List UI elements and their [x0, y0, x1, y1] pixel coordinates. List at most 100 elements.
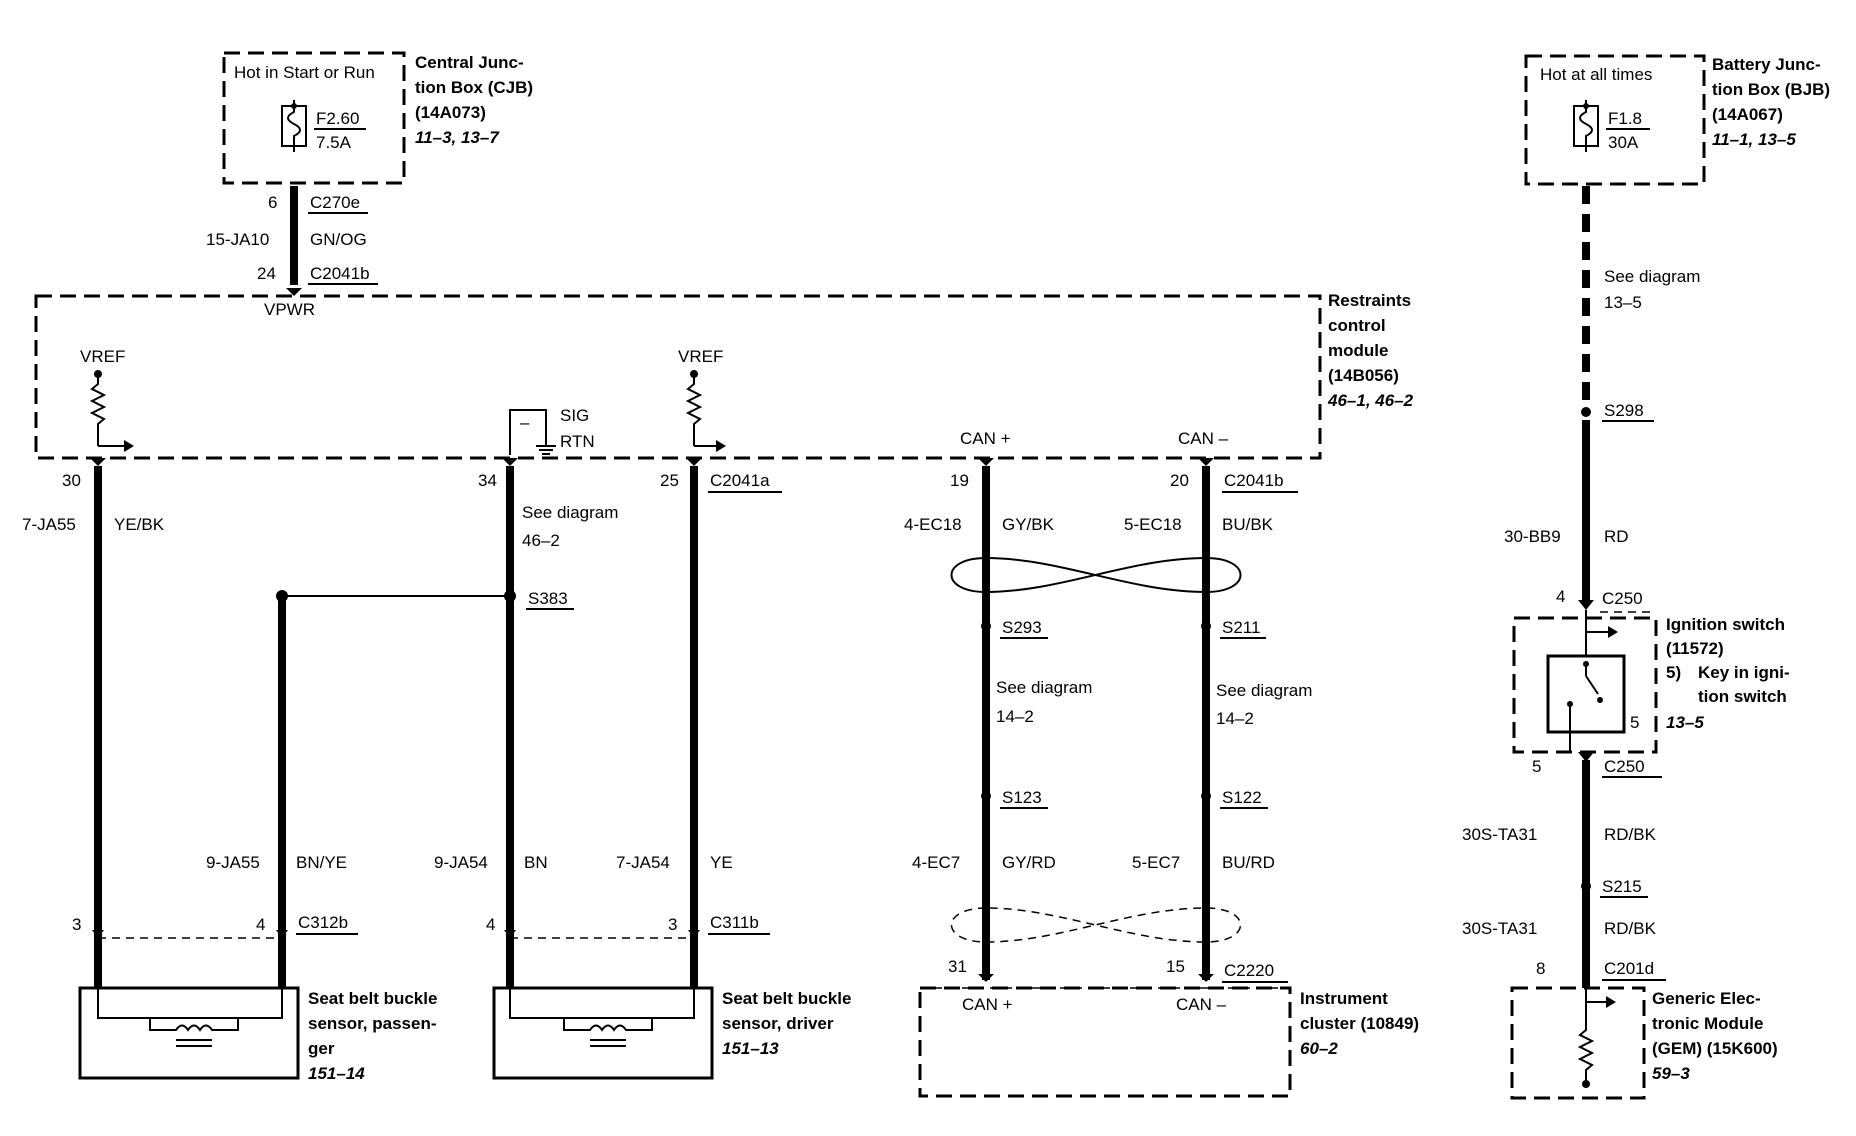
w9ja55-circuit: 9-JA55	[206, 853, 260, 872]
cluster-refs: 60–2	[1300, 1039, 1338, 1058]
ign-pin-4: 4	[1556, 587, 1565, 606]
wire-7-ja55: 7-JA55 YE/BK	[22, 458, 165, 988]
gem-refs: 59–3	[1652, 1064, 1690, 1083]
w34-see-2: 46–2	[522, 531, 560, 550]
w9ja54-color: BN	[524, 853, 548, 872]
instrument-cluster: CAN + CAN – Instrument cluster (10849) 6…	[918, 986, 1419, 1098]
pin-3a: 3	[72, 915, 81, 934]
central-junction-box: Hot in Start or Run F2.60 7.5A Central J…	[222, 51, 533, 185]
rcm-title-3: module	[1328, 341, 1388, 360]
rcm-title-2: control	[1328, 316, 1386, 335]
ign-note-1: Key in igni-	[1698, 663, 1790, 682]
cjb-conn-bottom: C2041b	[310, 264, 370, 283]
can-s123: S123	[1002, 788, 1042, 807]
rcm-refs: 46–1, 46–2	[1327, 391, 1414, 410]
cjb-fuse-rating: 7.5A	[316, 133, 352, 152]
can-conn-c2220: C2220	[1224, 961, 1274, 980]
cjb-title-1: Central Junc-	[415, 53, 524, 72]
sensor-pass-title-3: ger	[308, 1039, 335, 1058]
rcm-pin-20: 20	[1170, 471, 1189, 490]
cjb-outline	[222, 51, 406, 185]
ign-refs: 13–5	[1666, 713, 1704, 732]
bjb-refs: 11–1, 13–5	[1712, 130, 1796, 149]
ign-circuit-1: 30S-TA31	[1462, 825, 1537, 844]
bjb-fuse-rating: 30A	[1608, 133, 1639, 152]
rcm-can-plus: CAN +	[960, 429, 1011, 448]
can-ec18-color: GY/BK	[1002, 515, 1055, 534]
rcm-pin-30: 30	[62, 471, 81, 490]
resistor-left-icon	[89, 370, 134, 452]
gem-title-1: Generic Elec-	[1652, 989, 1761, 1008]
ign-note-num: 5)	[1666, 663, 1681, 682]
cjb-box-label: Hot in Start or Run	[234, 63, 375, 82]
conn-c311b: C311b	[710, 913, 759, 932]
wire-30s-ta31: 5 C250 30S-TA31 RD/BK S215 30S-TA31 RD/B…	[1462, 752, 1666, 988]
rcm-rtn: RTN	[560, 432, 595, 451]
cjb-pin-bottom: 24	[257, 264, 276, 283]
cjb-conn-top: C270e	[310, 193, 360, 212]
ign-note-2: tion switch	[1698, 687, 1787, 706]
conn-c312b: C312b	[298, 913, 348, 932]
ign-circuit-2: 30S-TA31	[1462, 919, 1537, 938]
sig-rtn-icon	[509, 409, 556, 455]
can-pin-15: 15	[1166, 957, 1185, 976]
gem-title-2: tronic Module	[1652, 1014, 1763, 1033]
can-ec7-circuit: 4-EC7	[912, 853, 960, 872]
can-ec7-color: GY/RD	[1002, 853, 1056, 872]
rcm-title-1: Restraints	[1328, 291, 1411, 310]
gem-title-3: (GEM) (15K600)	[1652, 1039, 1778, 1058]
ign-pos-5: 5	[1630, 713, 1639, 732]
ign-conn-c201d: C201d	[1604, 959, 1654, 978]
wire-30-bb9: See diagram 13–5 S298 30-BB9 RD	[1504, 186, 1700, 610]
rcm-outline	[34, 294, 1322, 460]
battery-junction-box: Hot at all times F1.8 30A Battery Junc- …	[1524, 54, 1830, 186]
bjb-fuse-icon	[1573, 100, 1599, 152]
ign-pin-8: 8	[1536, 959, 1545, 978]
seat-belt-sensor-driver: Seat belt buckle sensor, driver 151–13	[492, 986, 851, 1080]
splice-dot-s122	[1201, 791, 1211, 801]
rcm-pin-25: 25	[660, 471, 679, 490]
cluster-can-minus: CAN –	[1176, 995, 1227, 1014]
wire-9-ja54: See diagram 46–2 9-JA54 BN	[434, 458, 618, 988]
bjb-see-1: See diagram	[1604, 267, 1700, 286]
sensor-pass-refs: 151–14	[308, 1064, 365, 1083]
cjb-circuit: 15-JA10	[206, 230, 269, 249]
splice-dot-s215	[1581, 881, 1591, 891]
splice-dot-s298	[1581, 407, 1591, 417]
can-ec7m-circuit: 5-EC7	[1132, 853, 1180, 872]
ign-color-1: RD/BK	[1604, 825, 1657, 844]
can-see-right-2: 14–2	[1216, 709, 1254, 728]
cluster-title-1: Instrument	[1300, 989, 1388, 1008]
wire-can-minus	[1198, 458, 1214, 982]
sensor-drv-title-1: Seat belt buckle	[722, 989, 851, 1008]
sensor-pass-title-1: Seat belt buckle	[308, 989, 437, 1008]
rcm-minus: –	[520, 413, 530, 432]
can-s122: S122	[1222, 788, 1262, 807]
ignition-switch: 4 C250 5 Ignition switch (11572) 5) Key …	[1512, 587, 1790, 754]
bjb-box-label: Hot at all times	[1540, 65, 1652, 84]
splice-dot-s211	[1201, 621, 1211, 631]
bjb-title-1: Battery Junc-	[1712, 55, 1821, 74]
bjb-title-2: tion Box (BJB)	[1712, 80, 1830, 99]
cluster-can-plus: CAN +	[962, 995, 1013, 1014]
wire-7-ja54: 7-JA54 YE	[616, 458, 733, 988]
ign-splice: S215	[1602, 877, 1642, 896]
can-ec7m-color: BU/RD	[1222, 853, 1275, 872]
can-s211: S211	[1222, 618, 1260, 637]
w7ja54-color: YE	[710, 853, 733, 872]
twisted-pair-upper-icon	[950, 556, 1242, 594]
cjb-refs: 11–3, 13–7	[415, 128, 500, 147]
pin-3b: 3	[668, 915, 677, 934]
ign-title-2: (11572)	[1666, 639, 1724, 658]
cjb-fuse-id: F2.60	[316, 109, 359, 128]
cluster-title-2: cluster (10849)	[1300, 1014, 1419, 1033]
twisted-pair-lower-icon	[950, 907, 1242, 943]
rcm-vref-left: VREF	[80, 347, 125, 366]
splice-dot-s293	[981, 621, 991, 631]
rcm-part: (14B056)	[1328, 366, 1399, 385]
ign-conn-bottom: C250	[1604, 757, 1645, 776]
bjb-outline	[1524, 54, 1706, 186]
can-ec18m-circuit: 5-EC18	[1124, 515, 1182, 534]
wire-can-plus	[978, 458, 994, 982]
